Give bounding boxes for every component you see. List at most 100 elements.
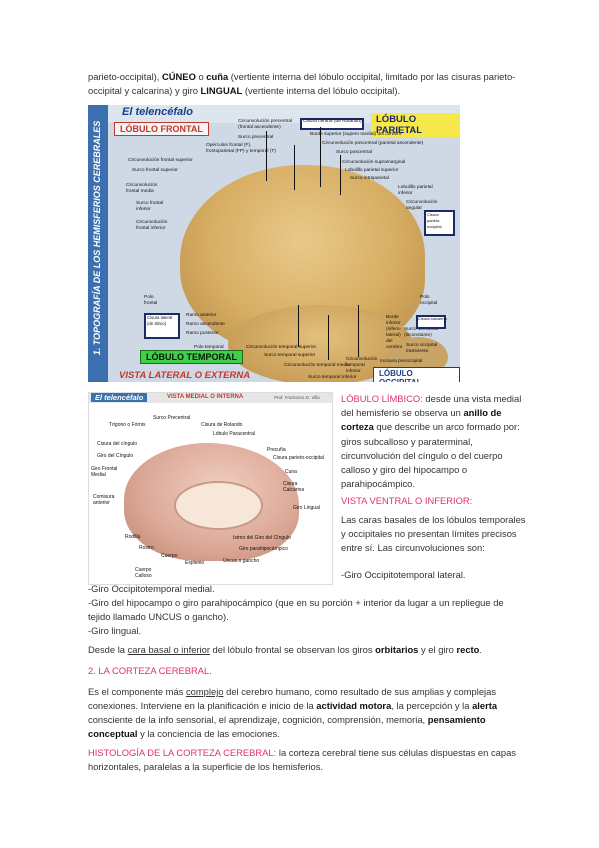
figure-side-banner: 1. TOPOGRAFÍA DE LOS HEMISFERIOS CEREBRA…	[88, 105, 108, 382]
label-lunate-sulcus: Surco semilunar (inconstante)	[404, 327, 439, 338]
label-calcarine-fissure: Cisura calcarina	[418, 316, 447, 321]
cortex-text: y la conciencia de las emociones.	[137, 728, 280, 739]
ventral-view-heading: VISTA VENTRAL O INFERIOR:	[341, 495, 473, 506]
label-superior-border: Borde superior (supero medial) del cereb…	[310, 132, 402, 137]
label-precentral-gyrus: Circunvolución precentral (frontal ascen…	[238, 119, 293, 130]
temporal-lobe-tag: LÓBULO TEMPORAL	[140, 350, 243, 364]
corpus-callosum-image	[174, 481, 263, 530]
label-intraparietal-sulcus: Surco intraparietal	[350, 176, 389, 181]
label-preoccipital-notch: Incisura preoccipital	[380, 359, 423, 364]
intro-text: parieto-occipital),	[88, 71, 162, 82]
medial-view-title: VISTA MEDIAL O INTERNA	[167, 394, 244, 400]
label-cuneus: Cuna	[285, 469, 297, 475]
figure2-header-title: El telencéfalo	[91, 393, 148, 402]
cortex-bold: actividad motora	[316, 700, 392, 711]
histology-text: la corteza cerebral tiene sus células di…	[88, 747, 516, 772]
frontal-basal-text: Desde la	[88, 644, 128, 655]
label-parieto-occipital: Cisura parieto-occipital	[427, 212, 442, 229]
cortex-text: Es el componente más	[88, 686, 186, 697]
label-inferior-frontal-sulcus: Surco frontal inferior	[136, 201, 164, 212]
label-cingulate-isthmus: Istmo del Giro del Cíngulo	[233, 535, 291, 541]
pointer-line	[294, 145, 295, 190]
pointer-line	[358, 305, 359, 357]
lateral-occipitotemporal-item: -Giro Occipitotemporal lateral.	[341, 569, 466, 580]
frontal-lobe-tag: LÓBULO FRONTAL	[114, 122, 209, 136]
label-corpus-callosum: Cuerpo Calloso	[135, 567, 152, 579]
frontal-basal-text: .	[479, 644, 482, 655]
label-inferior-temporal-sulcus: Surco temporal inferior	[308, 375, 357, 380]
label-body: Cuerpo	[161, 553, 178, 559]
pointer-line	[328, 315, 329, 360]
label-rolando-fissure: Cisura de Rolando	[201, 422, 243, 428]
intro-text: (vertiente interna del lóbulo occipital,…	[88, 71, 516, 96]
label-occipital-pole: Polo occipital	[420, 295, 438, 306]
label-anterior-commissure: Comisura anterior	[93, 494, 115, 506]
frontal-basal-bold: recto	[456, 644, 480, 655]
limbic-text: que describe un arco formado por: giros …	[341, 421, 520, 490]
parietal-lobe-tag: LÓBULO PARIETAL	[371, 113, 460, 137]
label-frontal-pole: Polo frontal	[144, 295, 158, 306]
label-inferior-border: Borde inferior (infero-lateral) del cere…	[386, 315, 403, 350]
label-middle-temporal-gyrus: Circunvolución temporal media	[284, 363, 350, 368]
label-fornix: Trígono o Fórnix	[109, 422, 146, 428]
frontal-basal-text: y el giro	[418, 644, 457, 655]
frontal-basal-paragraph: Desde la cara basal o inferior del lóbul…	[88, 643, 518, 657]
central-sulcus-box	[300, 118, 364, 130]
frontal-basal-text: del lóbulo frontal se observan los giros	[209, 644, 376, 655]
label-posterior-ramus: Ramo posterior	[186, 331, 219, 336]
label-inferior-temporal-gyrus: Circunvolución temporal inferior	[346, 357, 378, 374]
label-transverse-occipital-sulcus: Surco occipital transverso	[406, 343, 438, 354]
histology-paragraph: HISTOLOGÍA DE LA CORTEZA CEREBRAL: la co…	[88, 746, 518, 774]
intro-text: o	[195, 71, 207, 82]
label-angular-gyrus: Circunvolución angular	[406, 200, 438, 211]
parieto-occipital-box	[424, 210, 455, 236]
cortex-text: del cerebro humano, como resultado de su…	[88, 686, 497, 711]
label-rostrum: Rostro	[139, 545, 154, 551]
label-anterior-ramus: Ramo anterior	[186, 313, 217, 318]
lateral-brain-figure: 1. TOPOGRAFÍA DE LOS HEMISFERIOS CEREBRA…	[88, 105, 460, 382]
label-precentral-sulcus: Surco Precentral	[153, 415, 191, 421]
occipital-lobe-tag: LÓBULO OCCIPITAL	[373, 367, 460, 382]
label-genu: Rodilla	[125, 534, 141, 540]
label-opercula: Opérculos frontal (F), frontoparietal (F…	[206, 143, 276, 154]
label-middle-frontal-gyrus: Circunvolución frontal media	[126, 183, 158, 194]
figure-header-title: El telencéfalo	[122, 106, 193, 118]
section-heading: 2. LA CORTEZA CEREBRAL.	[88, 665, 212, 676]
list-item-parahippocampal: -Giro del hipocampo o giro parahipocámpi…	[88, 597, 504, 622]
cortex-text: , la percepción y la	[391, 700, 473, 711]
limbic-bold: anillo de corteza	[341, 407, 502, 433]
limbic-lobe-paragraph: LÓBULO LÍMBICO: desde una vista medial d…	[341, 392, 526, 491]
histology-title: HISTOLOGÍA DE LA CORTEZA CEREBRAL:	[88, 747, 277, 758]
label-parahippocampal-gyrus: Giro parahipocámpico	[239, 546, 288, 552]
lateral-fissure-box	[144, 313, 180, 339]
label-lateral-fissure: Cisura lateral (de Silvio)	[147, 315, 173, 326]
label-paracentral-lobule: Lóbulo Paracentral	[213, 431, 255, 437]
label-superior-temporal-gyrus: Circunvolución temporal superior	[246, 345, 317, 350]
intro-bold-lingual: LINGUAL	[200, 85, 243, 96]
list-item-lingual: -Giro lingual.	[88, 625, 142, 636]
frontal-basal-bold: orbitarios	[375, 644, 419, 655]
label-central-sulcus: Cisura central (de Rolando)	[303, 119, 362, 124]
label-cingulate-gyrus: Giro del Cíngulo	[97, 453, 134, 459]
ventral-view-paragraph: Las caras basales de los lóbulos tempora…	[341, 514, 526, 554]
limbic-lobe-title: LÓBULO LÍMBICO:	[341, 393, 423, 404]
label-superior-temporal-sulcus: Surco temporal superior	[264, 353, 316, 358]
label-superior-frontal-gyrus: Circunvolución frontal superior	[128, 158, 193, 163]
pointer-line	[340, 155, 341, 195]
label-precuneus: Precuña	[267, 447, 286, 453]
label-parieto-occipital-fissure: Cisura parieto-occipital	[273, 455, 324, 461]
intro-text: (vertiente interna del lóbulo occipital)…	[242, 85, 401, 96]
cortex-bold: pensamiento conceptual	[88, 714, 486, 739]
label-ascending-ramus: Ramo ascendente	[186, 322, 225, 327]
pointer-line	[320, 127, 321, 187]
label-uncus: Uncus o gancho	[223, 558, 260, 564]
label-medial-frontal-gyrus: Giro Frontal Medial	[91, 466, 118, 478]
figure2-credit: Prof. Francisco D. Villa	[274, 395, 320, 400]
label-postcentral-gyrus: Circunvolución poscentral (parietal asce…	[322, 141, 424, 146]
list-item-medial-occipitotemporal: -Giro Occipitotemporal medial.	[88, 583, 215, 594]
calcarine-fissure-box	[416, 315, 446, 329]
label-inferior-parietal-lobule: Lobulillo parietal inferior	[398, 185, 433, 196]
label-splenium: Esplenio	[185, 560, 205, 566]
label-precentral-sulcus: Surco precentral	[238, 135, 274, 140]
label-cingulate-fissure: Cisura del cíngulo	[97, 441, 138, 447]
